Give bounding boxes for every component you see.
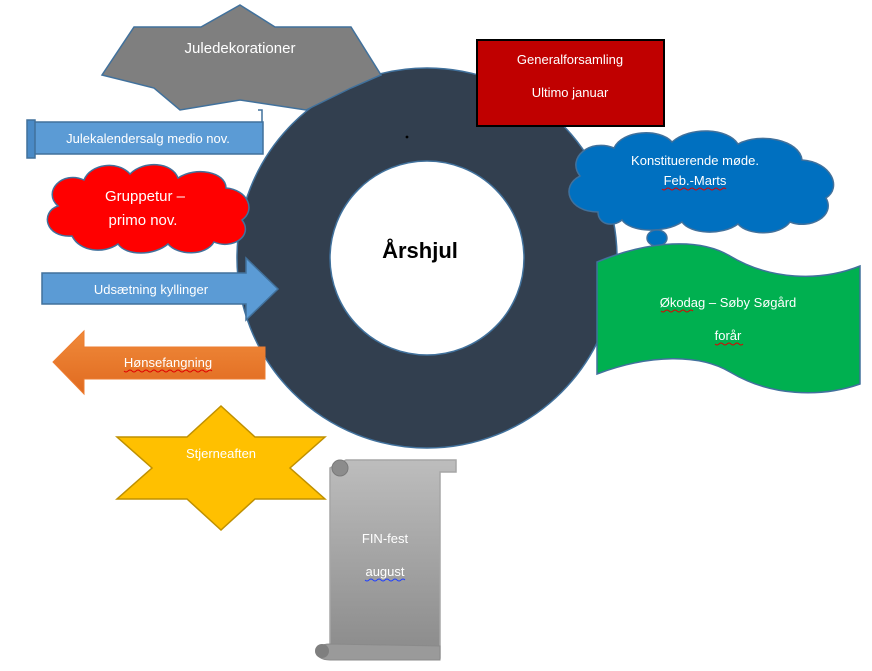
generalforsamling-box — [476, 39, 665, 127]
generalforsamling-line1: Generalforsamling — [517, 52, 623, 67]
stjerneaften-label: Stjerneaften — [186, 446, 256, 461]
gruppetur-line2: primo nov. — [109, 212, 178, 229]
juledekorationer-star — [100, 4, 383, 111]
konstituerende-line1: Konstituerende møde. — [631, 153, 759, 168]
gruppetur-cloud — [46, 163, 250, 254]
year-wheel-ring — [236, 67, 618, 449]
udsaetning-label: Udsætning kyllinger — [94, 282, 209, 297]
stjerneaften-star — [115, 404, 327, 532]
gruppetur-line1: Gruppetur – — [105, 188, 186, 205]
juledekorationer-label: Juledekorationer — [185, 40, 296, 57]
honsefangning-arrow — [52, 329, 266, 396]
honsefangning-label: Hønsefangning — [124, 355, 212, 370]
okodag-line2: forår — [715, 328, 742, 343]
spellcheck-underline — [714, 342, 744, 346]
spellcheck-underline — [660, 309, 694, 313]
spellcheck-underline — [661, 187, 727, 191]
konstituerende-cloud — [568, 130, 835, 256]
generalforsamling-line2: Ultimo januar — [532, 85, 609, 100]
okodag-line1: Økodag – Søby Søgård — [660, 295, 797, 310]
konstituerende-line2: Feb.-Marts — [664, 173, 727, 188]
spellcheck-underline — [123, 369, 213, 373]
okodag-banner — [596, 243, 861, 394]
finfest-line1: FIN-fest — [362, 531, 409, 546]
julekalender-scroll — [26, 109, 264, 159]
grammar-underline — [364, 578, 406, 582]
finfest-scroll — [315, 459, 457, 661]
center-title: Årshjul — [382, 237, 458, 263]
julekalender-label: Julekalendersalg medio nov. — [66, 131, 230, 146]
udsaetning-arrow — [41, 256, 280, 322]
finfest-line2: august — [365, 564, 404, 579]
